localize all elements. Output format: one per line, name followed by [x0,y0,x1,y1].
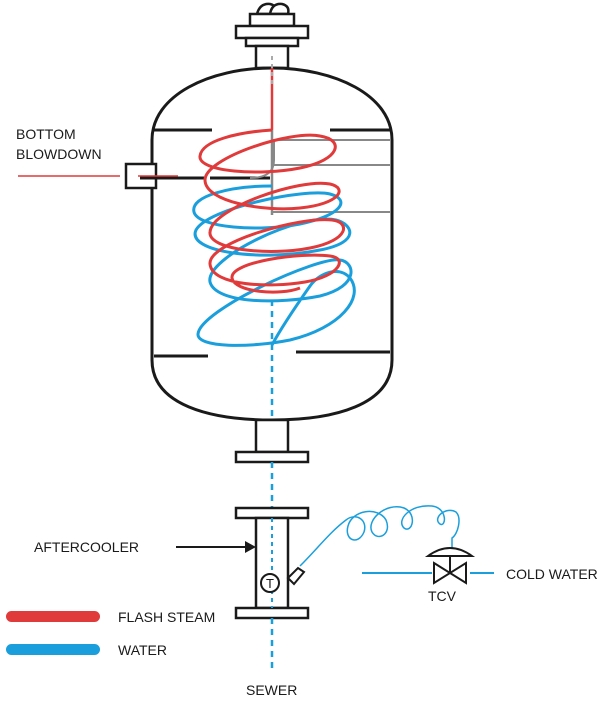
aftercooler-arrow-head [245,541,256,553]
bottom-outlet [234,418,310,464]
sensing-bulb [286,566,306,586]
legend-label-water: WATER [118,642,167,658]
cold-water-label: COLD WATER [506,566,598,582]
legend-swatch-water [6,644,100,655]
aftercooler-label: AFTERCOOLER [34,539,140,555]
thermometer-label: T [266,576,274,591]
legend-swatch-flash-steam [6,611,100,622]
steam-spiral [198,128,345,294]
aftercooler [234,506,310,620]
water-spiral [192,184,356,347]
top-fitting [234,2,310,70]
tcv-valve [424,547,476,585]
tcv-label: TCV [428,588,456,604]
capillary-spiral [299,505,460,567]
legend-label-flash-steam: FLASH STEAM [118,609,216,625]
bottom-blowdown-label-line2: BLOWDOWN [16,146,102,162]
sewer-label: SEWER [246,682,298,698]
bottom-blowdown-label-line1: BOTTOM [16,126,76,142]
thermometer-circle [260,573,280,593]
